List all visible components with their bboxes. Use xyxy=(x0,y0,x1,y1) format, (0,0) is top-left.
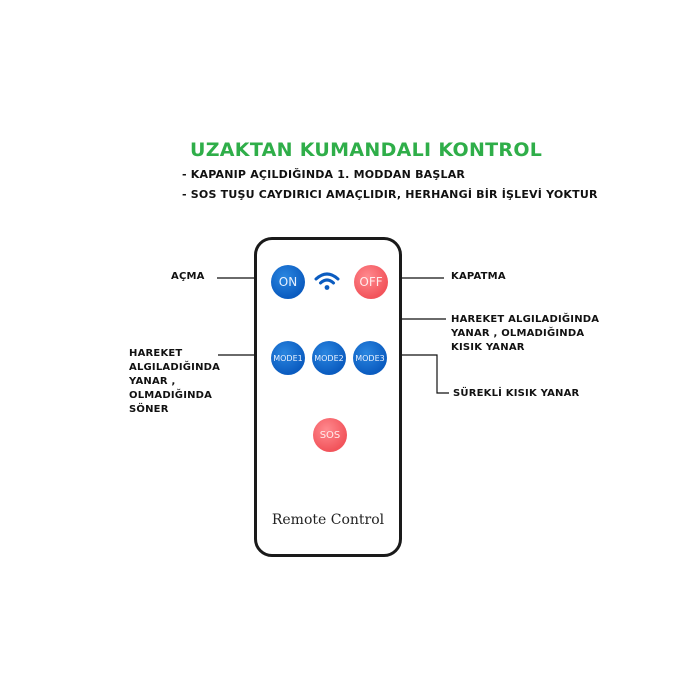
note-sos: - SOS TUŞU CAYDIRICI AMAÇLIDIR, HERHANGİ… xyxy=(182,188,598,201)
mode1-button-label: MODE1 xyxy=(273,353,303,363)
callout-mode3: SÜREKLİ KISIK YANAR xyxy=(453,388,580,399)
sos-button[interactable]: SOS xyxy=(313,418,347,452)
off-button-label: OFF xyxy=(359,275,383,289)
mode3-button-label: MODE3 xyxy=(355,353,385,363)
off-button[interactable]: OFF xyxy=(354,265,388,299)
sos-button-label: SOS xyxy=(319,429,341,441)
mode2-button-label: MODE2 xyxy=(314,353,344,363)
note-mode-start: - KAPANIP AÇILDIĞINDA 1. MODDAN BAŞLAR xyxy=(182,168,466,181)
wifi-icon xyxy=(313,270,341,296)
callout-mode1: HAREKET ALGILADIĞINDA YANAR , OLMADIĞIND… xyxy=(129,348,221,415)
line-mode3 xyxy=(384,354,449,394)
mode3-button[interactable]: MODE3 xyxy=(353,341,387,375)
callout-on: AÇMA xyxy=(171,271,205,282)
on-button[interactable]: ON xyxy=(271,265,305,299)
remote-control-label: Remote Control xyxy=(271,512,385,528)
callout-mode2: HAREKET ALGILADIĞINDA YANAR , OLMADIĞIND… xyxy=(451,314,600,353)
remote-control: ON OFF MODE1 MODE2 MODE3 SOS Remote Cont… xyxy=(254,237,402,557)
callout-off: KAPATMA xyxy=(451,271,506,282)
on-button-label: ON xyxy=(278,275,298,289)
page-title: UZAKTAN KUMANDALI KONTROL xyxy=(190,139,543,161)
mode1-button[interactable]: MODE1 xyxy=(271,341,305,375)
mode2-button[interactable]: MODE2 xyxy=(312,341,346,375)
